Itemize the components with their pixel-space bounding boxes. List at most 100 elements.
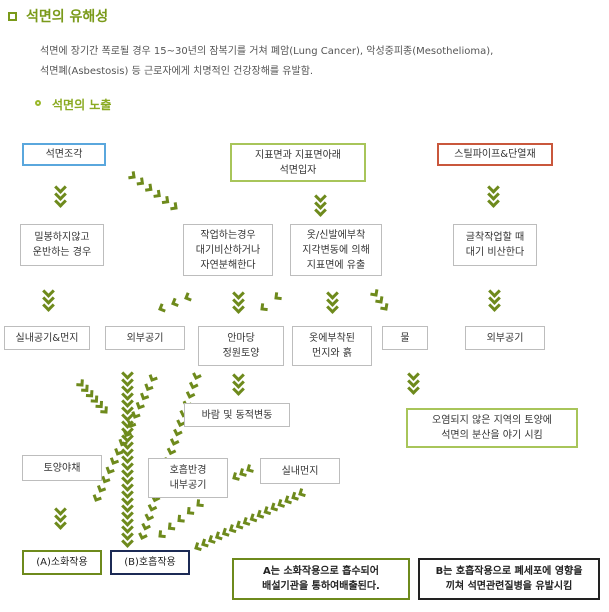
down-chevron-icon [486, 200, 500, 208]
page-title: 석면의 유해성 [26, 9, 109, 25]
diagonal-chevron-icon [291, 491, 299, 501]
diagonal-chevron-icon [105, 466, 115, 475]
down-chevron-icon [406, 387, 420, 395]
diagonal-chevron-icon [128, 171, 136, 180]
diagonal-chevron-icon [277, 498, 286, 508]
diagonal-chevron-icon [188, 381, 199, 390]
box-clothes-attachment: 옷/신발에부착 지각변동에 의해 지표면에 유출 [290, 224, 382, 276]
diagonal-chevron-icon [370, 289, 379, 297]
diagonal-chevron-icon [177, 514, 185, 523]
diagonal-chevron-icon [232, 472, 240, 481]
diagonal-chevron-icon [81, 384, 89, 392]
diagonal-chevron-icon [260, 303, 268, 312]
source-asbestos-piece: 석면조각 [22, 143, 106, 166]
box-indoor-dust: 실내먼지 [260, 458, 340, 484]
diagonal-chevron-icon [214, 531, 223, 541]
diagonal-chevron-icon [176, 419, 186, 428]
diagonal-chevron-icon [141, 522, 151, 531]
diagonal-chevron-icon [184, 292, 192, 302]
diagonal-chevron-icon [246, 464, 254, 473]
diagonal-chevron-icon [284, 495, 292, 505]
down-chevron-icon [313, 209, 327, 217]
diagonal-chevron-icon [95, 400, 104, 409]
intro-text-line1: 석면에 장기간 폭로될 경우 15~30년의 잠복기를 거쳐 폐암(Lung C… [40, 46, 494, 57]
box-clothes-dust: 옷에부착된 먼지와 흙 [292, 326, 372, 366]
diagonal-chevron-icon [274, 292, 282, 301]
intro-text-line2: 석면폐(Asbestosis) 등 근로자에게 치명적인 건강장해를 유발함. [40, 66, 314, 77]
down-chevron-icon [120, 540, 134, 548]
diagonal-chevron-icon [92, 494, 102, 502]
diagonal-chevron-icon [153, 189, 161, 198]
diagonal-chevron-icon [242, 516, 251, 526]
note-respiration: B는 호흡작용으로 폐세포에 영향을 끼쳐 석면관련질병을 유발시킴 [418, 558, 600, 600]
note-digestion: A는 소화작용으로 흡수되어 배설기관을 통하여배출된다. [232, 558, 410, 600]
diagonal-chevron-icon [101, 475, 111, 484]
diagonal-chevron-icon [380, 303, 389, 311]
down-chevron-icon [231, 388, 245, 396]
diagonal-chevron-icon [235, 520, 244, 530]
section-subtitle: 석면의 노출 [52, 98, 112, 112]
diagonal-chevron-icon [161, 195, 170, 205]
down-chevron-icon [53, 200, 67, 208]
result-digestion: (A)소화작용 [22, 550, 102, 575]
down-chevron-icon [41, 304, 55, 312]
diagonal-chevron-icon [166, 447, 177, 456]
diagonal-chevron-icon [186, 506, 195, 515]
diagonal-chevron-icon [185, 391, 196, 399]
diagonal-chevron-icon [140, 392, 150, 401]
diagonal-chevron-icon [167, 522, 176, 531]
diagonal-chevron-icon [138, 532, 148, 541]
source-surface-particles: 지표면과 지표면아래 석면입자 [230, 143, 366, 182]
down-chevron-icon [487, 304, 501, 312]
diagonal-chevron-icon [144, 183, 153, 192]
box-yard-soil: 안마당 정원토양 [198, 326, 284, 366]
diagonal-chevron-icon [298, 488, 306, 498]
diagonal-chevron-icon [148, 374, 158, 382]
diagonal-chevron-icon [147, 504, 158, 512]
diagonal-chevron-icon [90, 395, 99, 403]
diagonal-chevron-icon [76, 379, 84, 387]
box-breathing-zone-air: 호흡반경 내부공기 [148, 458, 228, 498]
diagonal-chevron-icon [144, 513, 155, 522]
diagonal-chevron-icon [239, 468, 247, 477]
box-indoor-air-dust: 실내공기&먼지 [4, 326, 90, 350]
diagonal-chevron-icon [173, 428, 183, 437]
box-outdoor-air-2: 외부공기 [465, 326, 545, 350]
diagonal-chevron-icon [136, 177, 145, 186]
box-uncontaminated-area-dispersion: 오염되지 않은 지역의 토양에 석면의 분산을 야기 시킴 [406, 408, 578, 448]
diagonal-chevron-icon [144, 383, 154, 392]
title-square-icon [8, 12, 17, 21]
diagonal-chevron-icon [270, 502, 279, 512]
diagonal-chevron-icon [169, 438, 180, 446]
subtitle-bullet-icon [35, 100, 41, 106]
box-wind-movement: 바람 및 동적변동 [184, 403, 290, 427]
diagonal-chevron-icon [100, 406, 108, 414]
diagonal-chevron-icon [196, 499, 204, 508]
result-respiration: (B)호흡작용 [110, 550, 190, 575]
diagonal-chevron-icon [158, 303, 166, 313]
diagonal-chevron-icon [170, 202, 178, 211]
diagonal-chevron-icon [158, 530, 166, 539]
source-steel-pipe-insulation: 스틸파이프&단열재 [437, 143, 553, 166]
box-cutting-dispersion: 글착작업할 때 대기 비산한다 [453, 224, 537, 266]
down-chevron-icon [231, 306, 245, 314]
diagonal-chevron-icon [201, 538, 209, 548]
diagonal-chevron-icon [194, 542, 202, 552]
diagonal-chevron-icon [249, 513, 258, 523]
down-chevron-icon [325, 306, 339, 314]
diagonal-chevron-icon [192, 372, 202, 381]
box-work-dispersion: 작업하는경우 대기비산하거나 자연분해한다 [183, 224, 273, 276]
diagonal-chevron-icon [263, 506, 272, 516]
box-outdoor-air-1: 외부공기 [105, 326, 185, 350]
box-water: 물 [382, 326, 428, 350]
diagonal-chevron-icon [375, 296, 384, 304]
diagonal-chevron-icon [171, 297, 179, 308]
box-soil-vegetables: 토양야채 [22, 455, 102, 481]
diagonal-chevron-icon [109, 457, 120, 465]
diagonal-chevron-icon [256, 509, 265, 519]
down-chevron-icon [53, 522, 67, 530]
diagonal-chevron-icon [207, 534, 216, 544]
box-unsealed-transport: 밀봉하지않고 운반하는 경우 [20, 224, 104, 266]
diagonal-chevron-icon [221, 527, 230, 537]
